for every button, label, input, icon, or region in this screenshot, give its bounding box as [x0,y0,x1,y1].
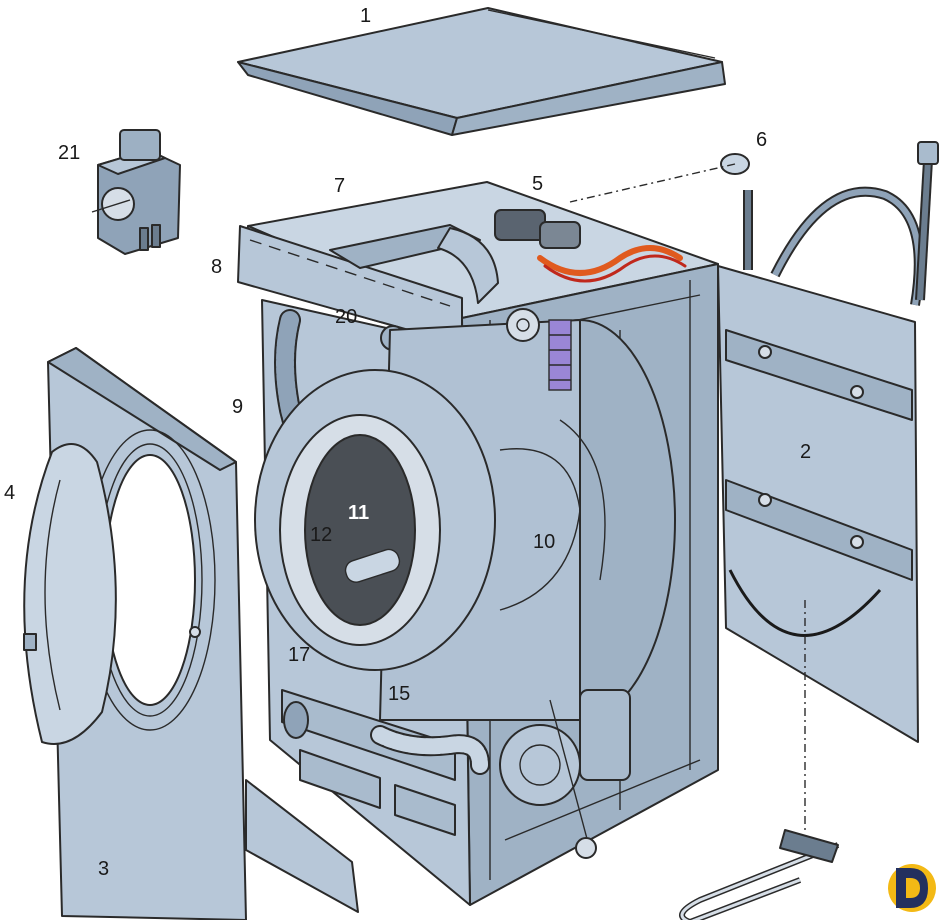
callout-6: 6 [756,129,767,151]
programmer-timer [91,129,181,255]
callout-4: 4 [4,482,15,504]
inlet-hose [569,141,939,306]
callout-5: 5 [532,173,543,195]
callout-12: 12 [310,524,332,546]
callout-labels: 1 2 3 4 5 6 7 8 9 10 11 12 15 17 20 21 [4,5,811,880]
callout-20: 20 [335,306,357,328]
motor [499,689,631,859]
top-lid [237,7,726,136]
callout-3: 3 [98,858,109,880]
callout-9: 9 [232,396,243,418]
heating-element [679,600,840,920]
kick-plate [245,779,359,913]
callout-1: 1 [360,5,371,27]
callout-21: 21 [58,142,80,164]
callout-7: 7 [334,175,345,197]
drum-front [254,369,496,671]
callout-11: 11 [348,502,369,524]
wiring-harness [494,209,687,283]
detergent-drawer [329,224,499,304]
door [23,443,117,745]
callout-10: 10 [533,531,555,553]
callout-17: 17 [288,644,310,666]
callout-8: 8 [211,256,222,278]
brand-logo-icon [888,864,936,912]
back-panel [717,265,919,743]
drain-hose [370,725,490,775]
callout-15: 15 [388,683,410,705]
callout-2: 2 [800,441,811,463]
